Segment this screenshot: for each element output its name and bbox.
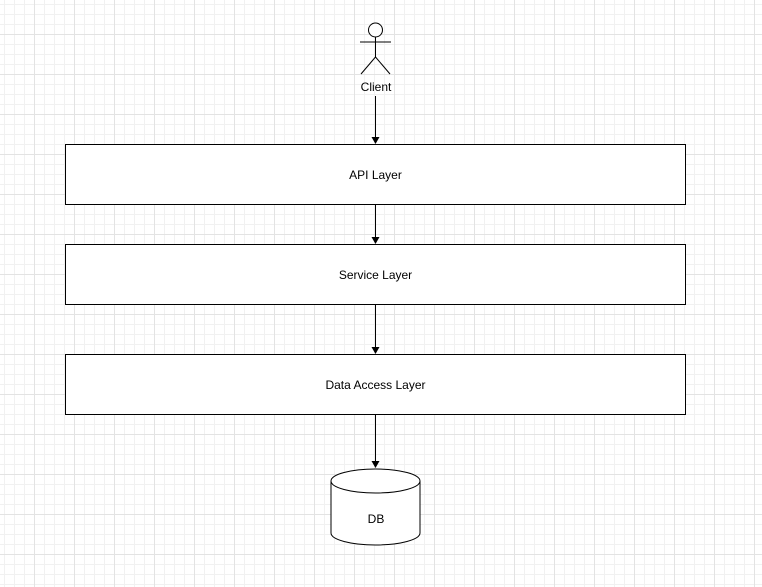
service-layer-label: Service Layer: [338, 267, 413, 282]
client-actor-icon[interactable]: [360, 22, 391, 75]
data-access-layer-label: Data Access Layer: [325, 377, 426, 392]
db-label: DB: [367, 512, 385, 526]
api-layer-label: API Layer: [349, 167, 402, 182]
data-access-layer-box[interactable]: Data Access Layer: [65, 354, 686, 415]
db-cylinder-icon[interactable]: [330, 468, 421, 546]
service-layer-box[interactable]: Service Layer: [65, 244, 686, 305]
api-layer-box[interactable]: API Layer: [65, 144, 686, 205]
client-label: Client: [360, 80, 392, 94]
